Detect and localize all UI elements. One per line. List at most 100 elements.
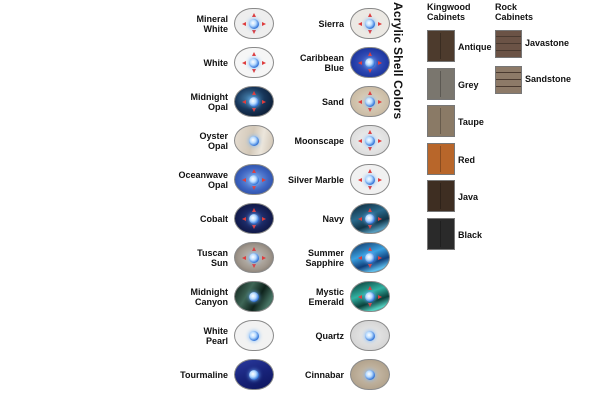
jet-direction-arrow-icon bbox=[242, 21, 246, 26]
shell-color-label: Midnight Opal bbox=[190, 91, 229, 112]
shell-color-item: Cinnabar bbox=[270, 355, 390, 394]
jet-direction-arrow-icon bbox=[378, 60, 382, 65]
jet-direction-arrow-icon bbox=[252, 30, 256, 34]
shell-color-item: Sierra bbox=[270, 4, 390, 43]
summer-sapphire-swatch-icon bbox=[350, 242, 390, 273]
antique-cabinet-swatch-icon bbox=[427, 30, 455, 62]
jet-direction-arrow-icon bbox=[262, 255, 266, 260]
jet-direction-arrow-icon bbox=[252, 208, 256, 212]
kingwood-cabinet-item: Java bbox=[427, 180, 492, 218]
shell-color-item: Cobalt bbox=[160, 199, 274, 238]
jet-direction-arrow-icon bbox=[368, 91, 372, 95]
shell-color-item: Midnight Opal bbox=[160, 82, 274, 121]
jet-direction-arrow-icon bbox=[242, 60, 246, 65]
jet-light-icon bbox=[249, 18, 259, 29]
jet-light-icon bbox=[249, 96, 259, 107]
jet-light-icon bbox=[365, 369, 375, 380]
shell-color-label: Moonscape bbox=[294, 135, 344, 146]
jet-direction-arrow-icon bbox=[378, 216, 382, 221]
jet-direction-arrow-icon bbox=[252, 186, 256, 190]
cabinet-label: Antique bbox=[458, 42, 492, 52]
shell-color-label: White Pearl bbox=[203, 325, 229, 346]
jet-light-icon bbox=[365, 213, 375, 224]
cabinet-label: Java bbox=[458, 192, 479, 202]
sand-swatch-icon bbox=[350, 86, 390, 117]
jet-light-icon bbox=[365, 18, 375, 29]
shell-color-label: Midnight Canyon bbox=[190, 286, 229, 307]
jet-direction-arrow-icon bbox=[368, 13, 372, 17]
jet-light-icon bbox=[249, 213, 259, 224]
shell-color-label: Cobalt bbox=[200, 213, 228, 224]
jet-direction-arrow-icon bbox=[368, 108, 372, 112]
rock-cabinets-heading: Rock Cabinets bbox=[495, 2, 534, 22]
jet-direction-arrow-icon bbox=[368, 225, 372, 229]
cabinet-label: Red bbox=[458, 154, 476, 165]
jet-direction-arrow-icon bbox=[368, 69, 372, 73]
cabinet-label: Javastone bbox=[525, 38, 570, 48]
javastone-rock-swatch-icon bbox=[495, 30, 522, 58]
kingwood-cabinet-item: Red bbox=[427, 142, 492, 181]
quartz-swatch-icon bbox=[350, 320, 390, 351]
jet-direction-arrow-icon bbox=[242, 177, 246, 182]
white-swatch-icon bbox=[234, 47, 274, 78]
moonscape-swatch-icon bbox=[350, 125, 390, 156]
rock-cabinet-item: Sandstone bbox=[495, 66, 571, 102]
kingwood-cabinet-item: Black bbox=[427, 217, 492, 256]
shell-color-label: Tuscan Sun bbox=[197, 247, 228, 268]
shell-color-item: Silver Marble bbox=[270, 160, 390, 199]
jet-direction-arrow-icon bbox=[378, 294, 382, 299]
shell-color-item: Tourmaline bbox=[160, 355, 274, 394]
shell-color-label: Oyster Opal bbox=[199, 130, 228, 151]
jet-light-icon bbox=[365, 174, 375, 185]
jet-direction-arrow-icon bbox=[252, 13, 256, 17]
shell-color-label: Silver Marble bbox=[287, 174, 344, 185]
kingwood-cabinet-item: Taupe bbox=[427, 105, 492, 143]
jet-direction-arrow-icon bbox=[252, 91, 256, 95]
jet-direction-arrow-icon bbox=[368, 147, 372, 151]
midnight-canyon-swatch-icon bbox=[234, 281, 274, 312]
shell-color-label: Mystic Emerald bbox=[308, 286, 344, 307]
jet-direction-arrow-icon bbox=[262, 99, 266, 104]
jet-direction-arrow-icon bbox=[368, 303, 372, 307]
kingwood-cabinet-item: Antique bbox=[427, 30, 492, 68]
jet-direction-arrow-icon bbox=[262, 60, 266, 65]
jet-light-icon bbox=[365, 135, 375, 146]
taupe-cabinet-swatch-icon bbox=[427, 105, 455, 137]
shell-color-item: Oceanwave Opal bbox=[160, 160, 274, 199]
shell-color-item: Oyster Opal bbox=[160, 121, 274, 160]
jet-direction-arrow-icon bbox=[358, 177, 362, 182]
acrylic-shell-colors-title: Acrylic Shell Colors bbox=[391, 2, 411, 122]
shell-color-label: Summer Sapphire bbox=[305, 247, 344, 268]
kingwood-cabinets-heading: Kingwood Cabinets bbox=[427, 2, 471, 22]
jet-direction-arrow-icon bbox=[368, 286, 372, 290]
jet-light-icon bbox=[249, 291, 259, 302]
jet-direction-arrow-icon bbox=[262, 177, 266, 182]
jet-light-icon bbox=[249, 330, 259, 341]
shell-color-item: White bbox=[160, 43, 274, 82]
jet-direction-arrow-icon bbox=[242, 216, 246, 221]
shell-color-item: Summer Sapphire bbox=[270, 238, 390, 277]
jet-light-icon bbox=[365, 252, 375, 263]
jet-light-icon bbox=[249, 135, 259, 146]
jet-light-icon bbox=[365, 96, 375, 107]
shell-color-label: White bbox=[203, 57, 229, 68]
jet-direction-arrow-icon bbox=[368, 264, 372, 268]
jet-direction-arrow-icon bbox=[368, 52, 372, 56]
sandstone-rock-swatch-icon bbox=[495, 66, 522, 94]
jet-direction-arrow-icon bbox=[358, 294, 362, 299]
shell-color-label: Quartz bbox=[315, 330, 344, 341]
shell-color-item: Sand bbox=[270, 82, 390, 121]
shell-color-item: White Pearl bbox=[160, 316, 274, 355]
rock-cabinet-item: Javastone bbox=[495, 30, 571, 66]
oceanwave-opal-swatch-icon bbox=[234, 164, 274, 195]
jet-direction-arrow-icon bbox=[252, 225, 256, 229]
shell-color-label: Tourmaline bbox=[180, 369, 228, 380]
jet-direction-arrow-icon bbox=[242, 99, 246, 104]
cabinet-label: Black bbox=[458, 229, 483, 240]
jet-direction-arrow-icon bbox=[378, 138, 382, 143]
navy-swatch-icon bbox=[350, 203, 390, 234]
sierra-swatch-icon bbox=[350, 8, 390, 39]
shell-color-label: Caribbean Blue bbox=[299, 52, 344, 73]
jet-direction-arrow-icon bbox=[358, 255, 362, 260]
